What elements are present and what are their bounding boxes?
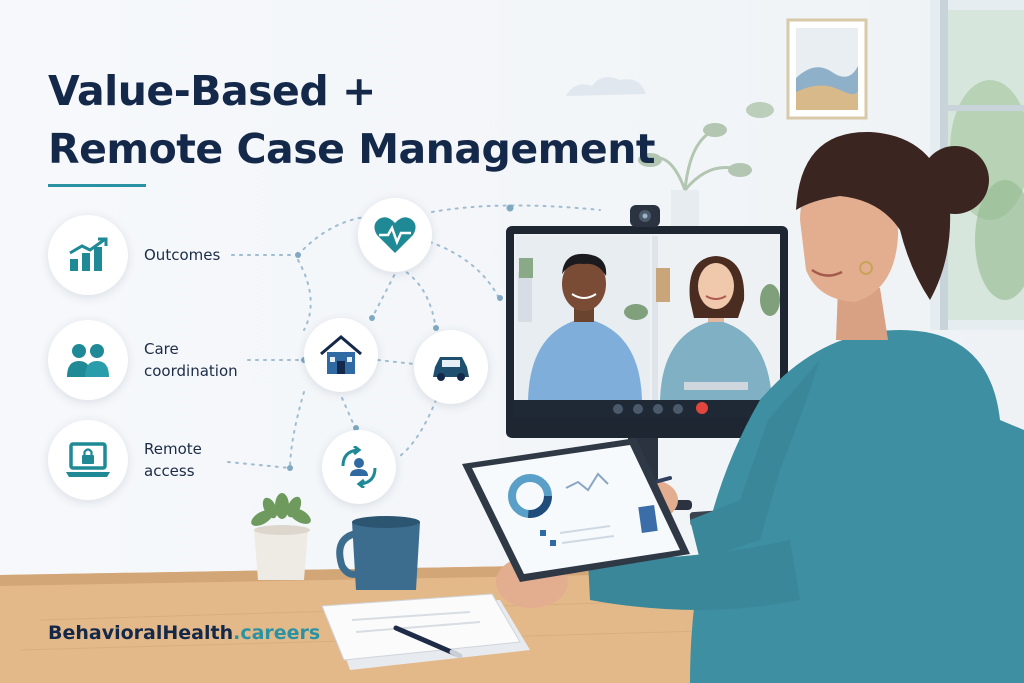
feature-label-remote-access: Remote access	[144, 440, 202, 480]
car-icon	[414, 330, 488, 404]
feature-care-coordination: Care coordination	[48, 320, 238, 400]
brand-tld: .careers	[233, 622, 321, 644]
connector-lines	[227, 204, 601, 471]
tablet	[462, 438, 690, 582]
notebook	[321, 593, 530, 670]
cloud	[566, 77, 646, 96]
people-icon	[48, 320, 128, 400]
connector-dots	[287, 204, 514, 471]
house-icon	[304, 318, 378, 392]
desk-plant	[251, 493, 311, 580]
chart-up-icon	[48, 215, 128, 295]
person-cycle-icon	[322, 430, 396, 504]
case-manager-woman	[496, 131, 1024, 683]
title-underline	[48, 184, 146, 187]
feature-remote-access: Remote access	[48, 420, 202, 500]
heart-pulse-icon	[358, 198, 432, 272]
brand-name: BehavioralHealth	[48, 622, 234, 644]
page-title: Value-Based + Remote Case Management	[48, 62, 655, 178]
wall-art	[786, 18, 868, 120]
title-line-2: Remote Case Management	[48, 125, 655, 173]
background-plants	[638, 102, 774, 226]
title-line-1: Value-Based +	[48, 67, 376, 115]
feature-label-outcomes: Outcomes	[144, 246, 221, 264]
coffee-mug	[336, 516, 420, 590]
feature-outcomes: Outcomes	[48, 215, 220, 295]
video-call-monitor	[506, 205, 788, 510]
laptop-lock-icon	[48, 420, 128, 500]
brand-logo: BehavioralHealth.careers	[48, 622, 320, 644]
feature-label-care-coordination: Care coordination	[144, 340, 238, 380]
